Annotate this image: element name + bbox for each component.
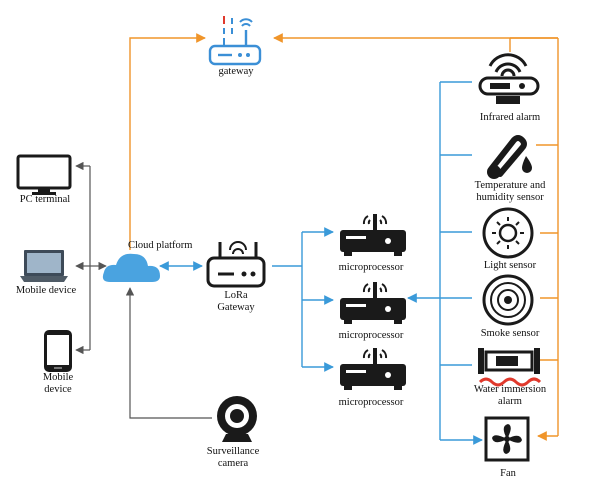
microprocessor-icon: [340, 282, 406, 324]
microprocessor-icon: [340, 348, 406, 390]
water-immersion-label: Water immersion alarm: [473, 384, 547, 407]
monitor-icon: [16, 154, 72, 195]
gateway-label: gateway: [218, 66, 254, 77]
blue-links: [159, 81, 483, 445]
lora-router-icon: [206, 241, 266, 288]
microprocessor-label-2: microprocessor: [338, 330, 404, 341]
mobile-device-label-2: Mobile device: [42, 372, 74, 395]
lora-gateway-label: LoRa Gateway: [217, 290, 255, 313]
fan-icon: [484, 416, 530, 462]
microprocessor-label-3: microprocessor: [338, 397, 404, 408]
fan-label: Fan: [500, 468, 516, 479]
orange-links: [129, 33, 559, 441]
surveillance-camera-label: Surveillance camera: [206, 446, 260, 469]
webcam-icon: [217, 396, 257, 442]
light-sensor-label: Light sensor: [483, 260, 537, 271]
smoke-sensor-label: Smoke sensor: [480, 328, 540, 339]
dark-links: [75, 161, 212, 419]
microprocessor-icon: [340, 214, 406, 256]
temperature-humidity-label: Temperature and humidity sensor: [474, 180, 546, 203]
laptop-icon: [20, 250, 68, 282]
mobile-device-label: Mobile device: [15, 285, 77, 296]
infrared-alarm-label: Infrared alarm: [479, 112, 541, 123]
light-sensor-icon: [482, 207, 534, 259]
cloud-platform-label: Cloud platform: [128, 240, 193, 251]
water-alarm-icon: [478, 348, 542, 387]
pc-terminal-label: PC terminal: [19, 194, 71, 205]
smartphone-icon: [44, 330, 72, 372]
microprocessor-label-1: microprocessor: [338, 262, 404, 273]
cloud-icon: [102, 253, 160, 282]
infrared-alarm-icon: [478, 53, 540, 104]
thermometer-icon: [487, 135, 532, 179]
router-icon: [208, 16, 262, 66]
smoke-sensor-icon: [482, 274, 534, 326]
